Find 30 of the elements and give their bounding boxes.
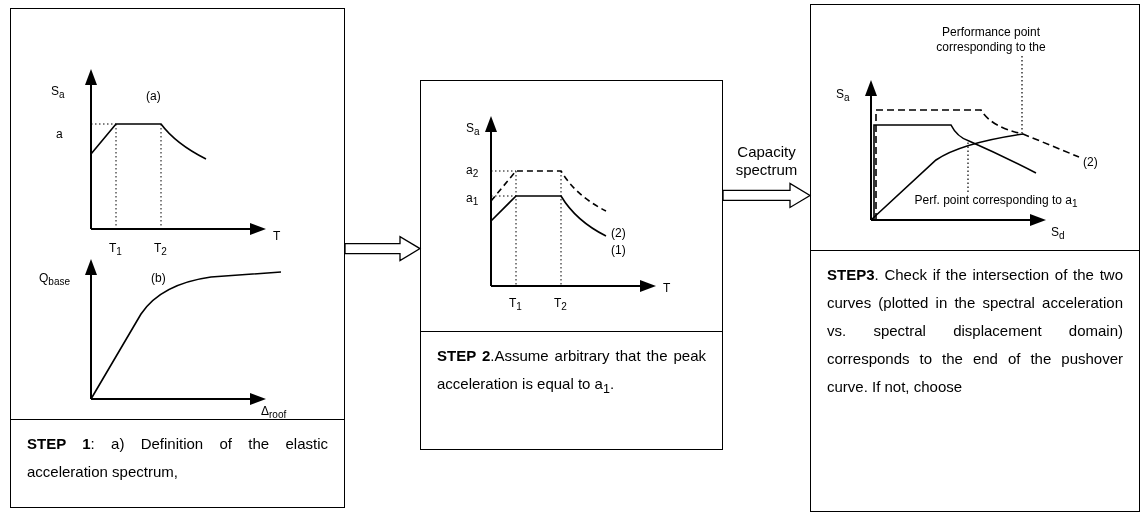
axis-label: T$_{2}$ bbox=[554, 296, 567, 315]
step-box bbox=[420, 80, 723, 450]
axis-label: T$_{2}$ bbox=[154, 241, 167, 260]
curve-label: (2) bbox=[611, 226, 626, 240]
curve-label: (1) bbox=[611, 243, 626, 257]
leader-line bbox=[1021, 55, 1023, 134]
axis-label: T$_{1}$ bbox=[109, 241, 122, 260]
block-arrow bbox=[344, 235, 422, 262]
curve-label: (2) bbox=[1083, 155, 1098, 169]
step-box bbox=[10, 8, 345, 508]
curve-label: (b) bbox=[151, 271, 166, 285]
axis-label: T bbox=[273, 229, 281, 243]
callout-text: Perf. point corresponding to a$_{1}$ bbox=[896, 193, 1096, 212]
axis-label: S$_{a}$ bbox=[51, 84, 65, 103]
axis-label: a bbox=[56, 127, 63, 141]
curve-label: (a) bbox=[146, 89, 161, 103]
callout-text: Performance point corresponding to the bbox=[906, 25, 1076, 55]
axis-label: T bbox=[663, 281, 671, 295]
axis-label: a$_{2}$ bbox=[466, 163, 479, 182]
step-box bbox=[810, 4, 1140, 512]
axis-label: S$_{a}$ bbox=[466, 121, 480, 140]
axis-label: T$_{1}$ bbox=[509, 296, 522, 315]
axis-label: S$_{d}$ bbox=[1051, 225, 1065, 244]
axis-label: Q$_{base}$ bbox=[39, 271, 71, 290]
block-arrow bbox=[722, 182, 812, 209]
step-description: STEP 1: a) Definition of the elastic acceleration spectrum, bbox=[11, 419, 344, 507]
step-description: STEP 2.Assume arbitrary that the peak acceleration is equal to a$_{1}$. bbox=[421, 331, 722, 449]
axis-label: a$_{1}$ bbox=[466, 191, 479, 210]
axis-label: S$_{a}$ bbox=[836, 87, 850, 106]
step-description: STEP3. Check if the intersection of the two curves (plotted in the spectral acceleration vs. spectral displacement domain) corresponds to the end of the pushover curve. If not, choose bbox=[811, 250, 1139, 511]
